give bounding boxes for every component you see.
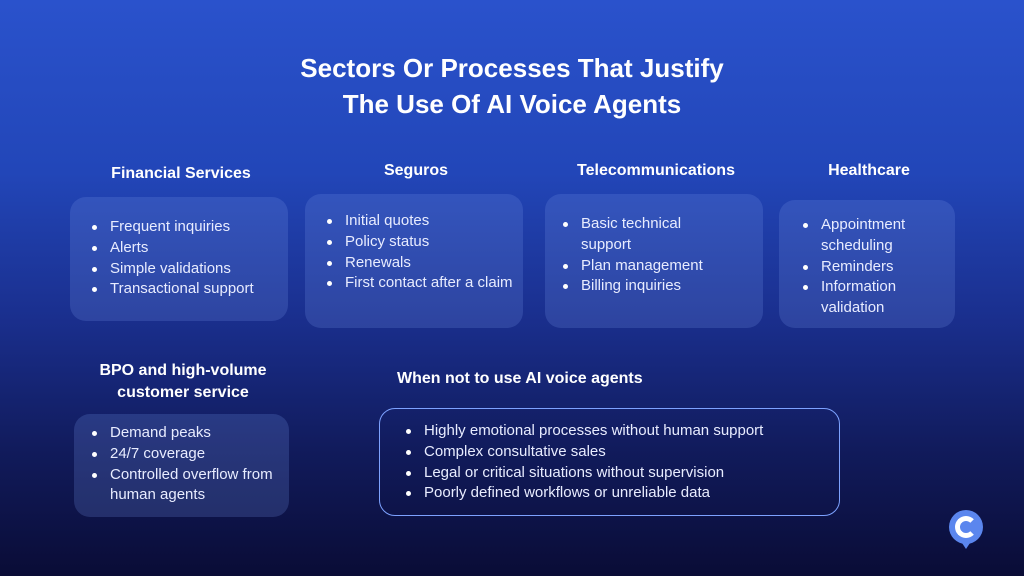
when-not-card: Highly emotional processes without human… <box>379 408 840 516</box>
list-item: Controlled overflow from human agents <box>88 465 281 507</box>
when-not-heading: When not to use AI voice agents <box>397 370 643 387</box>
list-item: Transactional support <box>88 279 288 300</box>
list-item: Complex consultative sales <box>402 442 829 463</box>
list-item: Alerts <box>88 238 288 259</box>
list-item: Highly emotional processes without human… <box>402 421 829 442</box>
list-item: 24/7 coverage <box>88 444 281 465</box>
title-line-2: The Use Of AI Voice Agents <box>342 89 682 119</box>
brand-logo-icon <box>949 510 983 549</box>
bpo-heading: BPO and high-volume customer service <box>99 362 267 401</box>
list-item: Simple validations <box>88 259 288 280</box>
list-item: Legal or critical situations without sup… <box>402 463 829 484</box>
list-item: Demand peaks <box>88 423 281 444</box>
healthcare-heading: Healthcare <box>828 162 910 179</box>
list-item: Reminders <box>799 257 925 278</box>
list-item: Policy status <box>323 232 513 253</box>
list-item: Information validation <box>799 277 925 319</box>
telecommunications-heading: Telecommunications <box>577 162 735 179</box>
list-item: Plan management <box>559 256 723 277</box>
financial-services-heading: Financial Services <box>111 165 251 182</box>
seguros-heading: Seguros <box>383 162 448 179</box>
page-title: Sectors Or Processes That Justify The Us… <box>0 50 1024 122</box>
list-item: Appointment scheduling <box>799 215 925 257</box>
list-item: Poorly defined workflows or unreliable d… <box>402 483 829 504</box>
list-item: Frequent inquiries <box>88 217 288 238</box>
title-line-1: Sectors Or Processes That Justify <box>300 53 724 83</box>
list-item: Billing inquiries <box>559 276 723 297</box>
list-item: Basic technical support <box>559 214 723 256</box>
list-item: Renewals <box>323 253 513 274</box>
list-item: First contact after a claim <box>323 273 513 294</box>
list-item: Initial quotes <box>323 211 513 232</box>
